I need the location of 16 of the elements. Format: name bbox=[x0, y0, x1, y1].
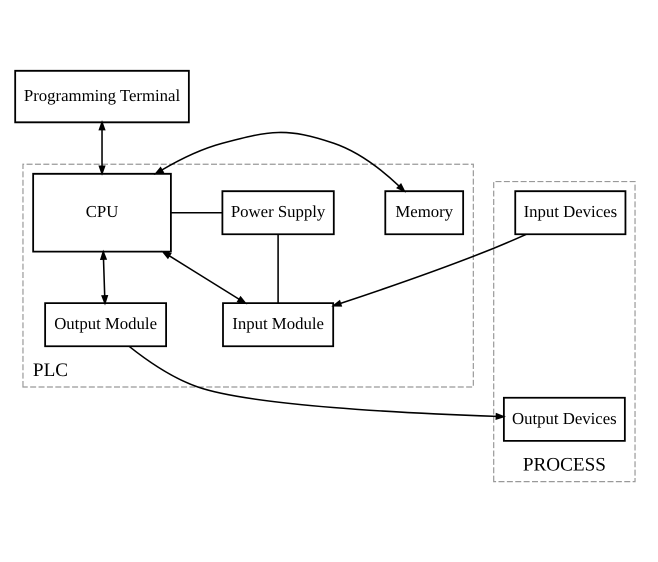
connector bbox=[277, 234, 279, 303]
connector bbox=[171, 212, 222, 214]
arrow bbox=[331, 234, 526, 307]
arrow bbox=[98, 120, 106, 176]
arrow bbox=[161, 250, 248, 304]
arrow bbox=[154, 132, 406, 193]
node-box: Power Supply bbox=[222, 190, 335, 236]
node-box: Memory bbox=[384, 190, 464, 236]
node-box: CPU bbox=[32, 172, 172, 253]
node-box: Input Module bbox=[222, 302, 334, 348]
arrow bbox=[128, 346, 506, 420]
node-box: Input Devices bbox=[514, 190, 626, 236]
node-box: Output Module bbox=[44, 302, 167, 348]
node-box: Output Devices bbox=[502, 396, 626, 442]
node-box: Programming Terminal bbox=[14, 70, 190, 124]
arrow bbox=[100, 250, 108, 306]
